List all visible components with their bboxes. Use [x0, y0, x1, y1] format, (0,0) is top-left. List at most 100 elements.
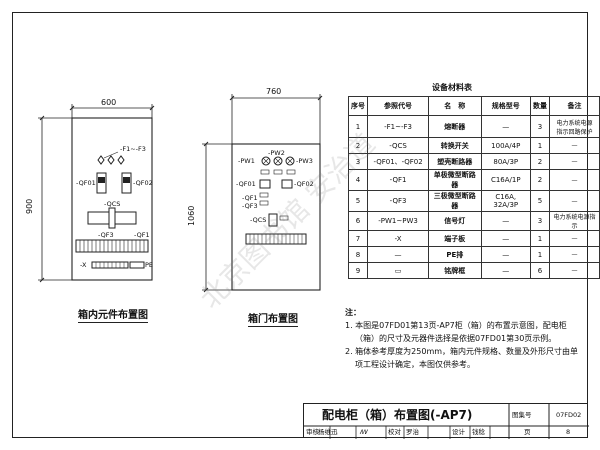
table-cell: ▭ [366, 262, 430, 279]
interior-qcs-label: -QCS [104, 200, 121, 208]
table-cell: 80A/3P [480, 153, 532, 170]
title-block: 配电柜（箱）布置图(-AP7) 图集号 07FD02 审核 杨维迅 ꟿ 校对 罗… [303, 403, 589, 439]
notes-heading: 注： [345, 308, 361, 317]
review-label: 审核 [306, 428, 319, 436]
header-name: 名 称 [428, 96, 482, 116]
table-cell: — [549, 190, 600, 212]
table-cell: 7 [348, 230, 368, 247]
table-cell: C16A/1P [480, 169, 532, 191]
table-cell: — [480, 115, 532, 138]
table-cell: — [549, 137, 600, 154]
table-cell: -F1~-F3 [366, 115, 430, 138]
check-label: 校对 [388, 428, 401, 436]
drawing-title: 配电柜（箱）布置图(-AP7) [322, 408, 473, 422]
table-cell: 1 [530, 246, 551, 263]
table-cell: — [549, 262, 600, 279]
table-cell: 1 [348, 115, 368, 138]
atlas-label: 图集号 [512, 411, 532, 419]
interior-fuse-label: -F1~-F3 [120, 145, 146, 153]
table-cell: 9 [348, 262, 368, 279]
designer-name: 钱稔 [472, 428, 485, 436]
table-cell: 三极微型断路器 [428, 190, 482, 212]
table-cell: 3 [348, 153, 368, 170]
door-qf1-label: -QF1 [242, 194, 258, 202]
table-cell: 3 [530, 211, 551, 231]
table-cell: 转换开关 [428, 137, 482, 154]
door-layout-caption: 箱门布置图 [248, 310, 298, 327]
interior-terminal-label: -X [80, 261, 87, 269]
door-pw2-label: -PW2 [268, 149, 285, 157]
table-cell: 5 [348, 190, 368, 212]
materials-table-title: 设备材料表 [432, 83, 472, 92]
table-cell: 电力系统电源 指示回路保护 [549, 115, 600, 138]
table-cell: -QCS [366, 137, 430, 154]
table-cell: 端子板 [428, 230, 482, 247]
table-cell: -QF1 [366, 169, 430, 191]
door-qf3-label: -QF3 [242, 202, 258, 210]
table-cell: -QF3 [366, 190, 430, 212]
checker-name: 罗治 [406, 428, 419, 436]
reviewer-name: 杨维迅 [318, 428, 338, 436]
table-cell: — [549, 246, 600, 263]
table-cell: 信号灯 [428, 211, 482, 231]
note-line-3: 2. 箱体参考厚度为250mm，箱内元件规格、数量及外形尺寸由单 [345, 347, 579, 356]
table-cell: 铭牌框 [428, 262, 482, 279]
header-ref: 参照代号 [366, 96, 430, 116]
table-row: 9▭铭牌框—6— [348, 262, 600, 279]
note-line-4: 项工程设计确定，本图仅供参考。 [355, 360, 475, 369]
table-cell: — [480, 262, 532, 279]
door-width-dimension: 760 [266, 87, 282, 96]
table-cell: — [480, 246, 532, 263]
table-cell: 1 [530, 137, 551, 154]
table-cell: -QF01、-QF02 [366, 153, 430, 170]
table-cell: — [549, 153, 600, 170]
table-cell: 2 [348, 137, 368, 154]
header-spec: 规格型号 [480, 96, 532, 116]
table-cell: PE排 [428, 246, 482, 263]
table-cell: 塑壳断路器 [428, 153, 482, 170]
table-cell: 6 [530, 262, 551, 279]
reviewer-signature: ꟿ [360, 428, 368, 436]
table-cell: 2 [530, 153, 551, 170]
note-line-1: 1. 本图是07FD01第13页-AP7柜（箱）的布置示意图，配电柜 [345, 321, 567, 330]
door-pw1-label: -PW1 [238, 157, 255, 165]
notes-block: 注： 1. 本图是07FD01第13页-AP7柜（箱）的布置示意图，配电柜 （箱… [345, 306, 578, 371]
interior-layout-caption: 箱内元件布置图 [78, 306, 148, 323]
design-label: 设计 [452, 428, 465, 436]
table-cell: 熔断器 [428, 115, 482, 138]
table-cell: 8 [348, 246, 368, 263]
door-pw3-label: -PW3 [296, 157, 313, 165]
table-cell: 4 [348, 169, 368, 191]
atlas-number: 07FD02 [556, 411, 582, 419]
interior-pe-label: PE [145, 261, 154, 269]
interior-qf1-label: -QF1 [134, 231, 150, 239]
page-label: 页 [524, 428, 531, 436]
title-block-grid [304, 404, 589, 439]
door-qf02-label: -QF02 [294, 180, 314, 188]
table-cell: — [480, 211, 532, 231]
interior-qf3-label: -QF3 [98, 231, 114, 239]
table-cell: 5 [530, 190, 551, 212]
table-cell: -PW1~PW3 [366, 211, 430, 231]
table-cell: — [480, 230, 532, 247]
door-qf01-label: -QF01 [236, 180, 256, 188]
door-height-dimension: 1060 [187, 205, 196, 226]
table-cell: — [549, 230, 600, 247]
table-cell: 单极微型断路器 [428, 169, 482, 191]
interior-qf02-label: -QF02 [133, 179, 153, 187]
note-line-2: （箱）的尺寸及元器件选择是依据07FD01第30页示例。 [355, 334, 557, 343]
table-cell: — [366, 246, 430, 263]
table-cell: 6 [348, 211, 368, 231]
table-cell: -X [366, 230, 430, 247]
header-qty: 数量 [530, 96, 551, 116]
